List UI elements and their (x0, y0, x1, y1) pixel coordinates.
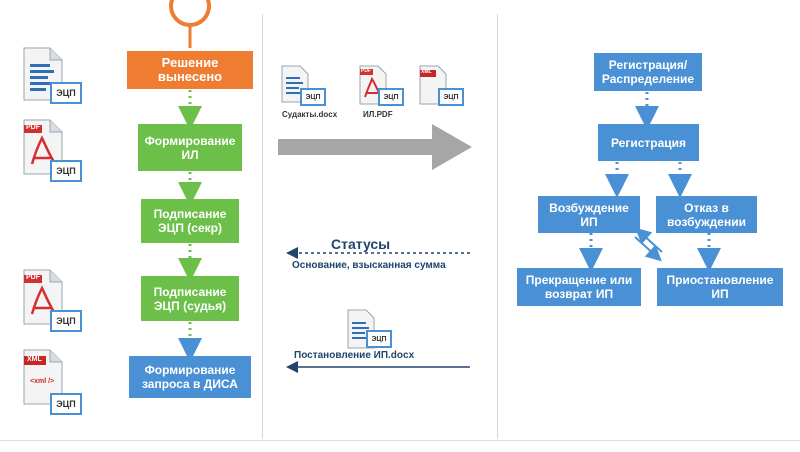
form-request-box: Формирование запроса в ДИСА (129, 356, 251, 398)
statuses-subtitle: Основание, взысканная сумма (292, 260, 446, 271)
registration-distribution-box: Регистрация/ Распределение (594, 53, 702, 91)
xml-type-label: XML (27, 356, 42, 363)
pdf-type-label: PDF (26, 124, 40, 131)
ecp-badge: ЭЦП (50, 393, 82, 415)
doc-judicial-label: Судакты.docx (282, 110, 338, 119)
initiation-box: Возбуждение ИП (538, 196, 640, 233)
form-il-box: Формирование ИЛ (138, 124, 242, 171)
suspension-box: Приостановление ИП (657, 268, 783, 306)
ecp-badge: ЭЦП (50, 310, 82, 332)
divider-right (497, 14, 498, 439)
decree-label: Постановление ИП.docx (294, 350, 415, 361)
right-flow-connectors (579, 92, 721, 272)
termination-box: Прекращение или возврат ИП (517, 268, 641, 306)
xml-code-label: <xml /> (30, 378, 55, 385)
ecp-badge: ЭЦП (50, 160, 82, 182)
big-gray-arrow-icon (278, 124, 472, 170)
pdf-type-label: PDF (26, 274, 40, 281)
statuses-title: Статусы (331, 236, 391, 252)
doc-il-label: ИЛ.PDF (363, 110, 393, 119)
start-circle-icon (169, 0, 211, 48)
refusal-box: Отказ в возбуждении (656, 196, 757, 233)
registration-box: Регистрация (598, 124, 699, 161)
ecp-badge: ЭЦП (438, 88, 464, 106)
xml-document-icon (23, 349, 63, 405)
sign-judge-box: Подписание ЭЦП (судья) (141, 276, 239, 321)
ecp-badge: ЭЦП (50, 82, 82, 104)
bottom-line (0, 440, 800, 441)
decision-box: Решение вынесено (127, 51, 253, 89)
sign-secretary-box: Подписание ЭЦП (секр) (141, 199, 239, 243)
divider-left (262, 14, 263, 439)
ecp-badge: ЭЦП (300, 88, 326, 106)
ecp-badge: ЭЦП (378, 88, 404, 106)
xml-type-label: XML (421, 69, 432, 75)
pdf-type-label: PDF (361, 68, 371, 74)
ecp-badge: ЭЦП (366, 330, 392, 348)
